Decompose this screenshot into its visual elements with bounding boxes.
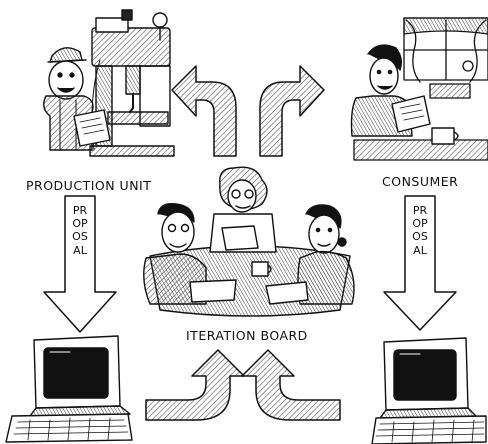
worker-figure-icon xyxy=(43,47,111,151)
iteration-board-label: ITERATION BOARD xyxy=(186,328,308,343)
kitchen-window-icon xyxy=(353,17,488,161)
computer-terminal-left-icon xyxy=(5,335,133,443)
proposal-left-label: PROPOSAL xyxy=(72,204,88,257)
curved-arrow-bottom-left-icon xyxy=(145,349,245,421)
computer-terminal-right-icon xyxy=(371,337,487,444)
consumer-figure-icon xyxy=(350,44,459,145)
board-members-meeting-icon xyxy=(143,166,355,317)
proposal-right-label: PROPOSAL xyxy=(412,204,428,257)
production-unit-label: PRODUCTION UNIT xyxy=(26,178,152,193)
curved-arrow-up-left-icon xyxy=(171,65,237,157)
consumer-label: CONSUMER xyxy=(382,174,459,189)
curved-arrow-bottom-right-icon xyxy=(241,349,341,421)
proposal-arrow-left-icon xyxy=(43,195,117,333)
proposal-arrow-right-icon xyxy=(383,195,457,331)
curved-arrow-up-right-icon xyxy=(259,65,325,157)
